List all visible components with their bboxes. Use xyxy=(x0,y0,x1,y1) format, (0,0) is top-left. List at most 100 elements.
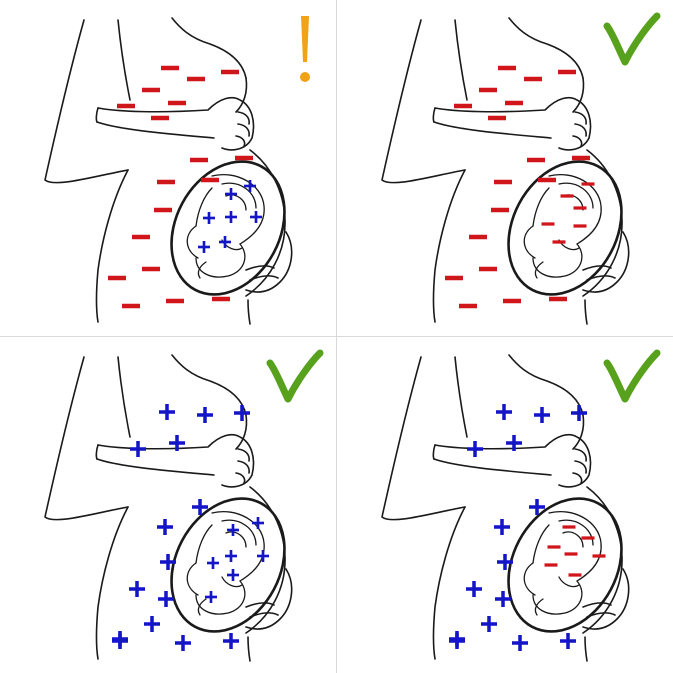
mother-positive-sign xyxy=(144,616,160,632)
fetus-outline xyxy=(523,511,602,616)
mother-negative-sign xyxy=(190,157,208,163)
baby-positive-sign xyxy=(205,591,217,603)
mother-negative-sign xyxy=(488,115,506,121)
mother-negative-sign xyxy=(505,100,523,106)
baby-negative-sign xyxy=(581,182,595,186)
baby-positive-sign xyxy=(227,569,239,581)
mother-negative-sign xyxy=(503,298,521,304)
mother-negative-sign xyxy=(151,115,169,121)
mother-negative-sign xyxy=(527,157,545,163)
panel-illustration xyxy=(381,12,661,325)
mother-negative-sign xyxy=(154,207,172,213)
mother-negative-sign xyxy=(117,103,135,109)
horizontal-divider xyxy=(0,336,673,337)
mother-positive-sign xyxy=(467,441,483,457)
baby-positive-sign xyxy=(225,211,237,223)
panel-illustration xyxy=(44,16,310,325)
mother-positive-sign xyxy=(571,405,587,421)
baby-positive-sign xyxy=(250,211,262,223)
mother-negative-sign xyxy=(454,103,472,109)
baby-positive-sign xyxy=(198,241,210,253)
mother-positive-sign xyxy=(494,519,510,535)
mother-negative-sign xyxy=(201,177,219,183)
baby-positive-sign xyxy=(252,517,264,529)
mother-positive-sign xyxy=(529,499,545,515)
baby-negative-sign xyxy=(568,573,582,577)
mother-positive-sign xyxy=(449,631,465,647)
exclamation-icon xyxy=(300,16,310,82)
mother-positive-sign xyxy=(159,404,175,420)
fetus-outline xyxy=(186,174,265,279)
womb-outline xyxy=(170,160,286,296)
baby-negative-sign xyxy=(560,194,574,198)
mother-positive-sign xyxy=(129,581,145,597)
womb-outline xyxy=(507,160,623,296)
baby-positive-sign xyxy=(207,557,219,569)
baby-positive-sign xyxy=(244,180,256,192)
baby-positive-sign xyxy=(257,550,269,562)
mother-negative-sign xyxy=(168,100,186,106)
mother-negative-sign xyxy=(459,303,477,309)
baby-negative-sign xyxy=(573,224,587,228)
mother-negative-sign xyxy=(572,155,590,161)
mother-positive-sign xyxy=(496,404,512,420)
mother-negative-sign xyxy=(166,298,184,304)
fetus-outline xyxy=(186,511,265,616)
womb-outline xyxy=(507,497,623,633)
checkmark-icon xyxy=(603,12,661,66)
mother-positive-sign xyxy=(197,407,213,423)
mother-negative-sign xyxy=(479,266,497,272)
mother-negative-sign xyxy=(479,87,497,93)
mother-negative-sign xyxy=(498,65,516,71)
mother-positive-sign xyxy=(130,441,146,457)
mother-negative-sign xyxy=(469,234,487,240)
mother-negative-sign xyxy=(132,234,150,240)
fetus-outline xyxy=(523,174,602,279)
mother-positive-sign xyxy=(160,554,176,570)
baby-negative-sign xyxy=(544,563,558,567)
baby-positive-sign xyxy=(225,188,237,200)
mother-positive-sign xyxy=(466,581,482,597)
mother-negative-sign xyxy=(491,207,509,213)
baby-positive-sign xyxy=(225,550,237,562)
panel-rh-positive-mother-positive-baby xyxy=(0,337,336,673)
baby-negative-sign xyxy=(581,536,595,540)
mother-positive-sign xyxy=(175,635,191,651)
panel-rh-negative-mother-positive-baby xyxy=(0,0,336,336)
mother-positive-sign xyxy=(506,435,522,451)
mother-negative-sign xyxy=(494,179,512,185)
baby-negative-sign xyxy=(592,554,606,558)
baby-negative-sign xyxy=(564,552,578,556)
panel-rh-positive-mother-negative-baby xyxy=(337,337,673,673)
baby-positive-sign xyxy=(203,212,215,224)
womb-outline xyxy=(170,497,286,633)
mother-negative-sign xyxy=(157,179,175,185)
mother-negative-sign xyxy=(161,65,179,71)
baby-positive-sign xyxy=(227,524,239,536)
baby-negative-sign xyxy=(552,240,566,244)
mother-positive-sign xyxy=(495,591,511,607)
mother-negative-sign xyxy=(142,266,160,272)
body-outline xyxy=(44,17,293,325)
mother-negative-sign xyxy=(221,69,239,75)
mother-negative-sign xyxy=(108,275,126,281)
checkmark-icon xyxy=(266,349,324,403)
baby-negative-sign xyxy=(562,525,576,529)
mother-negative-sign xyxy=(122,303,140,309)
mother-positive-sign xyxy=(158,591,174,607)
baby-positive-sign xyxy=(219,236,231,248)
panel-rh-negative-mother-negative-baby xyxy=(337,0,673,336)
mother-negative-sign xyxy=(187,76,205,82)
mother-positive-sign xyxy=(234,405,250,421)
mother-positive-sign xyxy=(560,633,576,649)
mother-positive-sign xyxy=(512,635,528,651)
mother-positive-sign xyxy=(169,435,185,451)
mother-positive-sign xyxy=(497,554,513,570)
mother-positive-sign xyxy=(157,519,173,535)
mother-negative-sign xyxy=(538,177,556,183)
mother-positive-sign xyxy=(112,631,128,647)
baby-negative-sign xyxy=(573,206,587,210)
baby-negative-sign xyxy=(547,545,561,549)
panel-illustration xyxy=(44,349,324,662)
mother-positive-sign xyxy=(534,407,550,423)
